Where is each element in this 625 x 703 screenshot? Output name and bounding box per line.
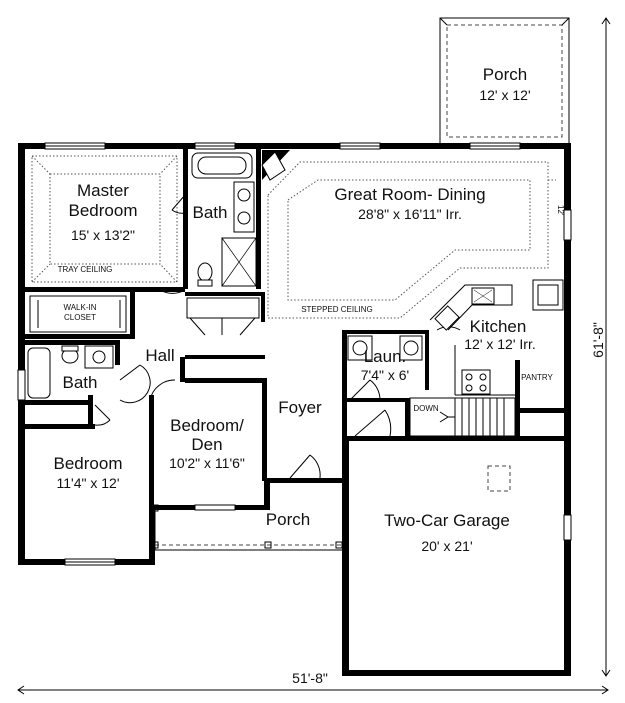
- walk-in-closet-line1: WALK-IN: [63, 303, 96, 312]
- kitchen-dim: 12' x 12' Irr.: [464, 336, 536, 352]
- doors: [94, 194, 461, 479]
- stepped-ceiling: [267, 161, 556, 319]
- garage-dim: 20' x 21': [421, 538, 472, 554]
- den-dim: 10'2" x 11'6": [169, 455, 245, 471]
- bedroom-dim: 11'4" x 12': [57, 475, 120, 491]
- hall-label: Hall: [145, 346, 174, 365]
- stairs: [409, 397, 516, 437]
- ceiling-height-mark: 12': [556, 205, 565, 216]
- laundry-fixtures: [347, 335, 423, 361]
- master-bath-label: Bath: [193, 203, 228, 222]
- great-room-dim: 28'8" x 16'11" Irr.: [358, 206, 462, 222]
- hall-closet: [186, 297, 260, 336]
- front-porch: [151, 504, 343, 551]
- laundry-label: Laun.: [364, 347, 407, 366]
- fireplace-icon: [261, 150, 290, 181]
- walk-in-closet-line2: CLOSET: [64, 313, 96, 322]
- front-porch-label: Porch: [266, 510, 310, 529]
- interior-walls: [25, 149, 565, 510]
- master-label-line1: Master: [77, 181, 129, 200]
- depth-dimension: 61'-8": [590, 322, 606, 358]
- pantry-label: PANTRY: [521, 373, 553, 382]
- master-label-line2: Bedroom: [69, 201, 138, 220]
- garage-label: Two-Car Garage: [384, 511, 510, 530]
- kitchen-counters: [429, 279, 564, 396]
- tray-ceiling: [31, 155, 178, 283]
- master-dim: 15' x 13'2": [71, 227, 135, 243]
- bedroom-label: Bedroom: [54, 454, 123, 473]
- den-label-line1: Bedroom/: [170, 416, 244, 435]
- kitchen-label: Kitchen: [470, 317, 527, 336]
- foyer-label: Foyer: [278, 398, 322, 417]
- rear-porch-label: Porch: [483, 65, 527, 84]
- stepped-ceiling-note: STEPPED CEILING: [301, 305, 373, 314]
- stairs-down-label: DOWN: [413, 404, 439, 413]
- great-room-label: Great Room- Dining: [334, 185, 485, 204]
- tray-ceiling-note: TRAY CEILING: [58, 265, 113, 274]
- laundry-dim: 7'4" x 6': [361, 367, 409, 383]
- hall-bath-label: Bath: [63, 373, 98, 392]
- hall-bath-fixtures: [27, 345, 114, 399]
- attic-hatch: [487, 465, 511, 492]
- closet-shelf: [29, 295, 127, 333]
- den-label-line2: Den: [191, 435, 222, 454]
- dimension-lines: [17, 17, 611, 695]
- master-bath-fixtures: [191, 152, 257, 287]
- windows: [17, 142, 572, 566]
- width-dimension: 51'-8": [292, 670, 328, 686]
- rear-porch-dim: 12' x 12': [479, 87, 530, 103]
